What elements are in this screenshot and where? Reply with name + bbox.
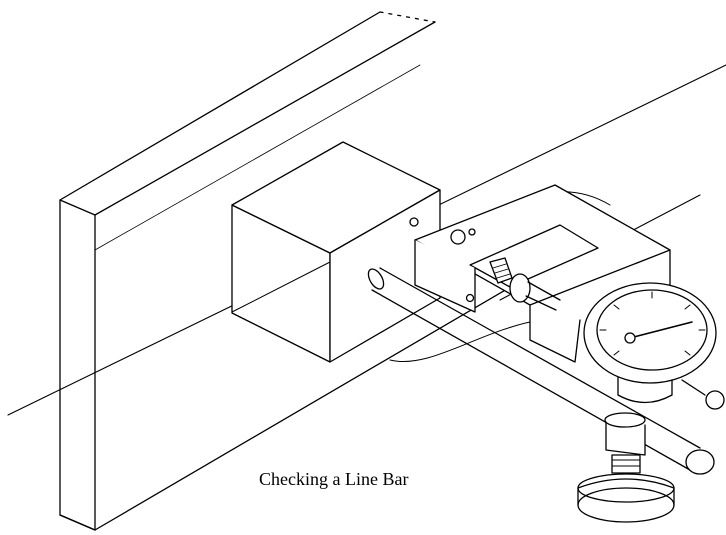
figure-caption: Checking a Line Bar — [259, 469, 409, 489]
wall — [60, 12, 560, 530]
adjusting-screw — [490, 258, 560, 310]
magnetic-base — [578, 413, 674, 522]
dial-indicator — [584, 283, 724, 409]
cable-lower — [390, 320, 540, 362]
sliding-block — [232, 142, 440, 362]
